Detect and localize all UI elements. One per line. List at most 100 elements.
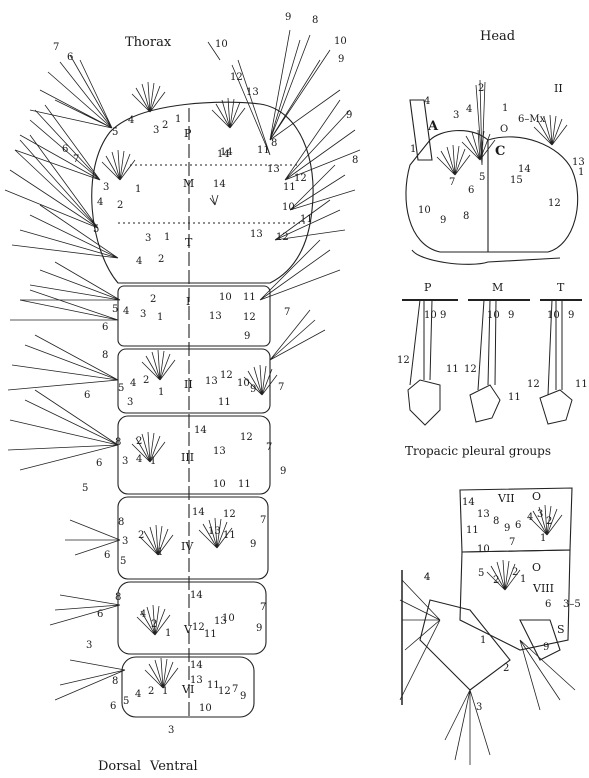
- seta-number: 6: [468, 185, 474, 196]
- terminal-label-range: 3–5: [563, 599, 581, 610]
- seta-number: 14: [518, 164, 531, 175]
- seta-number: 5: [478, 568, 484, 579]
- seta-number: 14: [194, 425, 207, 436]
- seta-number: 4: [140, 609, 146, 620]
- pleural-caption: Tropacic pleural groups: [405, 444, 551, 458]
- seta-number: 1: [157, 547, 163, 558]
- seta-number: 14: [190, 660, 203, 671]
- thorax-outline: [92, 102, 313, 283]
- seta-number: 4: [135, 689, 141, 700]
- seta-number: 3: [122, 456, 128, 467]
- terminal-label-o-viii: O: [532, 561, 541, 574]
- seta-number: 3: [103, 182, 109, 193]
- seta-number: 7: [232, 684, 238, 695]
- seta-number: 14: [462, 497, 475, 508]
- seta-number: 8: [493, 516, 499, 527]
- seta-number: 2: [493, 575, 499, 586]
- seta-number: 9: [256, 623, 262, 634]
- seta-number: 13: [213, 446, 226, 457]
- thorax-title: Thorax: [125, 35, 172, 50]
- seta-number: 14: [217, 149, 230, 160]
- head-letter-a: A: [427, 119, 439, 134]
- seta-number: 11: [204, 629, 217, 640]
- seta-number: 3: [86, 640, 92, 651]
- seta-number: 2: [143, 375, 149, 386]
- seta-number: 7: [278, 382, 284, 393]
- seta-number: 11: [508, 392, 521, 403]
- abdominal-segment-labels: I II III IV V VI: [181, 295, 194, 696]
- seta-number: 9: [568, 310, 574, 321]
- seta-number: 3: [168, 725, 174, 736]
- seta-number: 8: [102, 350, 108, 361]
- seta-number: 8: [463, 211, 469, 222]
- seta-number: 9: [508, 310, 514, 321]
- thorax-segment-p: P: [184, 127, 192, 140]
- abdominal-segment-iii: III: [181, 451, 194, 464]
- seta-number: 6: [104, 550, 110, 561]
- seta-number: 3: [145, 233, 151, 244]
- dorsal-label: Dorsal: [98, 759, 141, 774]
- seta-number: 1: [410, 144, 416, 155]
- seta-number: 6: [84, 390, 90, 401]
- seta-number: 4: [527, 512, 533, 523]
- seta-number: 12: [548, 198, 561, 209]
- thorax-segment-m: M: [183, 177, 194, 190]
- seta-number: 2: [148, 686, 154, 697]
- seta-number: 5: [118, 383, 124, 394]
- seta-number: 12: [243, 312, 256, 323]
- thorax-setae: [5, 30, 360, 300]
- seta-number: 1: [164, 232, 170, 243]
- seta-number: 6: [96, 458, 102, 469]
- seta-number: 1: [162, 686, 168, 697]
- seta-number: 9: [250, 539, 256, 550]
- seta-number: 11: [300, 214, 313, 225]
- seta-number: 5: [479, 172, 485, 183]
- seta-number: 9: [346, 110, 352, 121]
- seta-number: 6: [67, 52, 73, 63]
- seta-number: 14: [213, 179, 226, 190]
- seta-number: 10: [215, 39, 228, 50]
- terminal-label-vii: VII: [497, 492, 515, 505]
- seta-number: 2: [136, 436, 142, 447]
- seta-number: 5: [120, 556, 126, 567]
- seta-number: 3: [476, 702, 482, 713]
- seta-number: 13: [246, 87, 259, 98]
- seta-number: 1: [502, 103, 508, 114]
- seta-number: 10: [487, 310, 500, 321]
- seta-number: 11: [466, 525, 479, 536]
- seta-number: 2: [546, 516, 552, 527]
- seta-number: 3: [122, 536, 128, 547]
- head-letter-mx: 6–Mx: [518, 114, 546, 125]
- seta-number: 15: [510, 175, 523, 186]
- seta-number: 4: [128, 115, 134, 126]
- abdomen-seta-numbers: 5 6 4 3 2 1 10 11 13 12 7 9 8 6 5 4 3 2 …: [82, 292, 290, 736]
- seta-number: 3: [127, 397, 133, 408]
- abdominal-segment-i: I: [186, 295, 190, 308]
- seta-number: 2: [158, 254, 164, 265]
- seta-number: 2: [512, 567, 518, 578]
- seta-number: 7: [284, 307, 290, 318]
- seta-number: 8: [312, 15, 318, 26]
- seta-number: 1: [150, 456, 156, 467]
- pleural-group-m: M: [492, 281, 503, 294]
- seta-number: 1: [157, 312, 163, 323]
- seta-number: 8: [271, 138, 277, 149]
- seta-number: 2: [138, 530, 144, 541]
- seta-number: 10: [547, 310, 560, 321]
- seta-number: 6: [102, 322, 108, 333]
- seta-number: 4: [466, 104, 472, 115]
- seta-number: 12: [192, 622, 205, 633]
- seta-number: 1: [578, 167, 584, 178]
- head-letter-c: C: [495, 144, 505, 159]
- seta-number: 3: [140, 309, 146, 320]
- seta-number: 12: [223, 509, 236, 520]
- pleural-group-labels: P M T: [424, 281, 565, 294]
- seta-number: 3: [453, 110, 459, 121]
- seta-number: 12: [230, 72, 243, 83]
- seta-number: 13: [250, 229, 263, 240]
- seta-number: 1: [135, 184, 141, 195]
- seta-number: 1: [165, 628, 171, 639]
- seta-number: 6: [97, 609, 103, 620]
- seta-number: 10: [222, 613, 235, 624]
